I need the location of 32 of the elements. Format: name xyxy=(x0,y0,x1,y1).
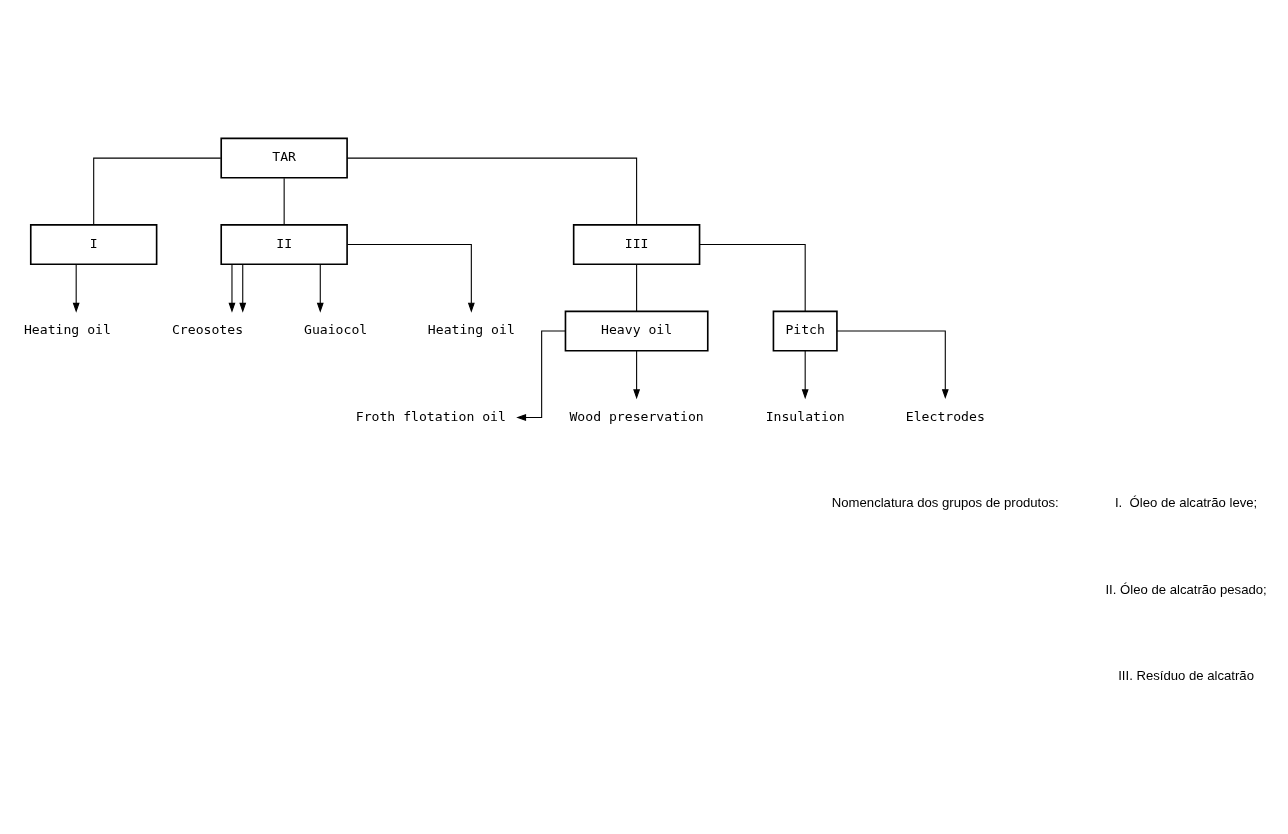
arrow xyxy=(346,243,475,313)
label: II. Óleo de alcatrão pesado; xyxy=(1105,581,1267,597)
connector xyxy=(283,177,285,225)
node-text: Heating oil xyxy=(427,321,515,337)
arrow xyxy=(228,263,236,313)
node-box: Pitch xyxy=(772,310,838,352)
arrow xyxy=(239,263,247,313)
node-box: III xyxy=(572,223,701,265)
connector xyxy=(346,157,638,225)
arrow xyxy=(801,350,809,399)
node-text: Froth flotation oil xyxy=(355,408,506,424)
label: I. Óleo de alcatrão leve; xyxy=(1114,494,1258,510)
node-box: I xyxy=(29,223,158,265)
node-box: Heavy oil xyxy=(564,310,709,352)
node-text: Electrodes xyxy=(905,408,985,424)
arrow xyxy=(516,330,566,421)
arrow xyxy=(316,263,324,313)
node-box: TAR xyxy=(220,137,348,179)
label: III. Resíduo de alcatrão xyxy=(1118,667,1254,683)
connector xyxy=(93,157,222,225)
node-text: Creosotes xyxy=(171,321,244,337)
arrow xyxy=(72,263,80,313)
node-text: Insulation xyxy=(765,408,845,424)
arrow xyxy=(836,330,949,399)
node-text: Wood preservation xyxy=(569,408,704,424)
node-text: Heating oil xyxy=(23,321,111,337)
node-text: Guaiocol xyxy=(303,321,368,337)
node-box: II xyxy=(220,223,348,265)
arrow xyxy=(633,350,641,399)
label: Nomenclatura dos grupos de produtos: xyxy=(831,494,1059,510)
connector xyxy=(636,263,638,312)
connector xyxy=(699,243,806,311)
